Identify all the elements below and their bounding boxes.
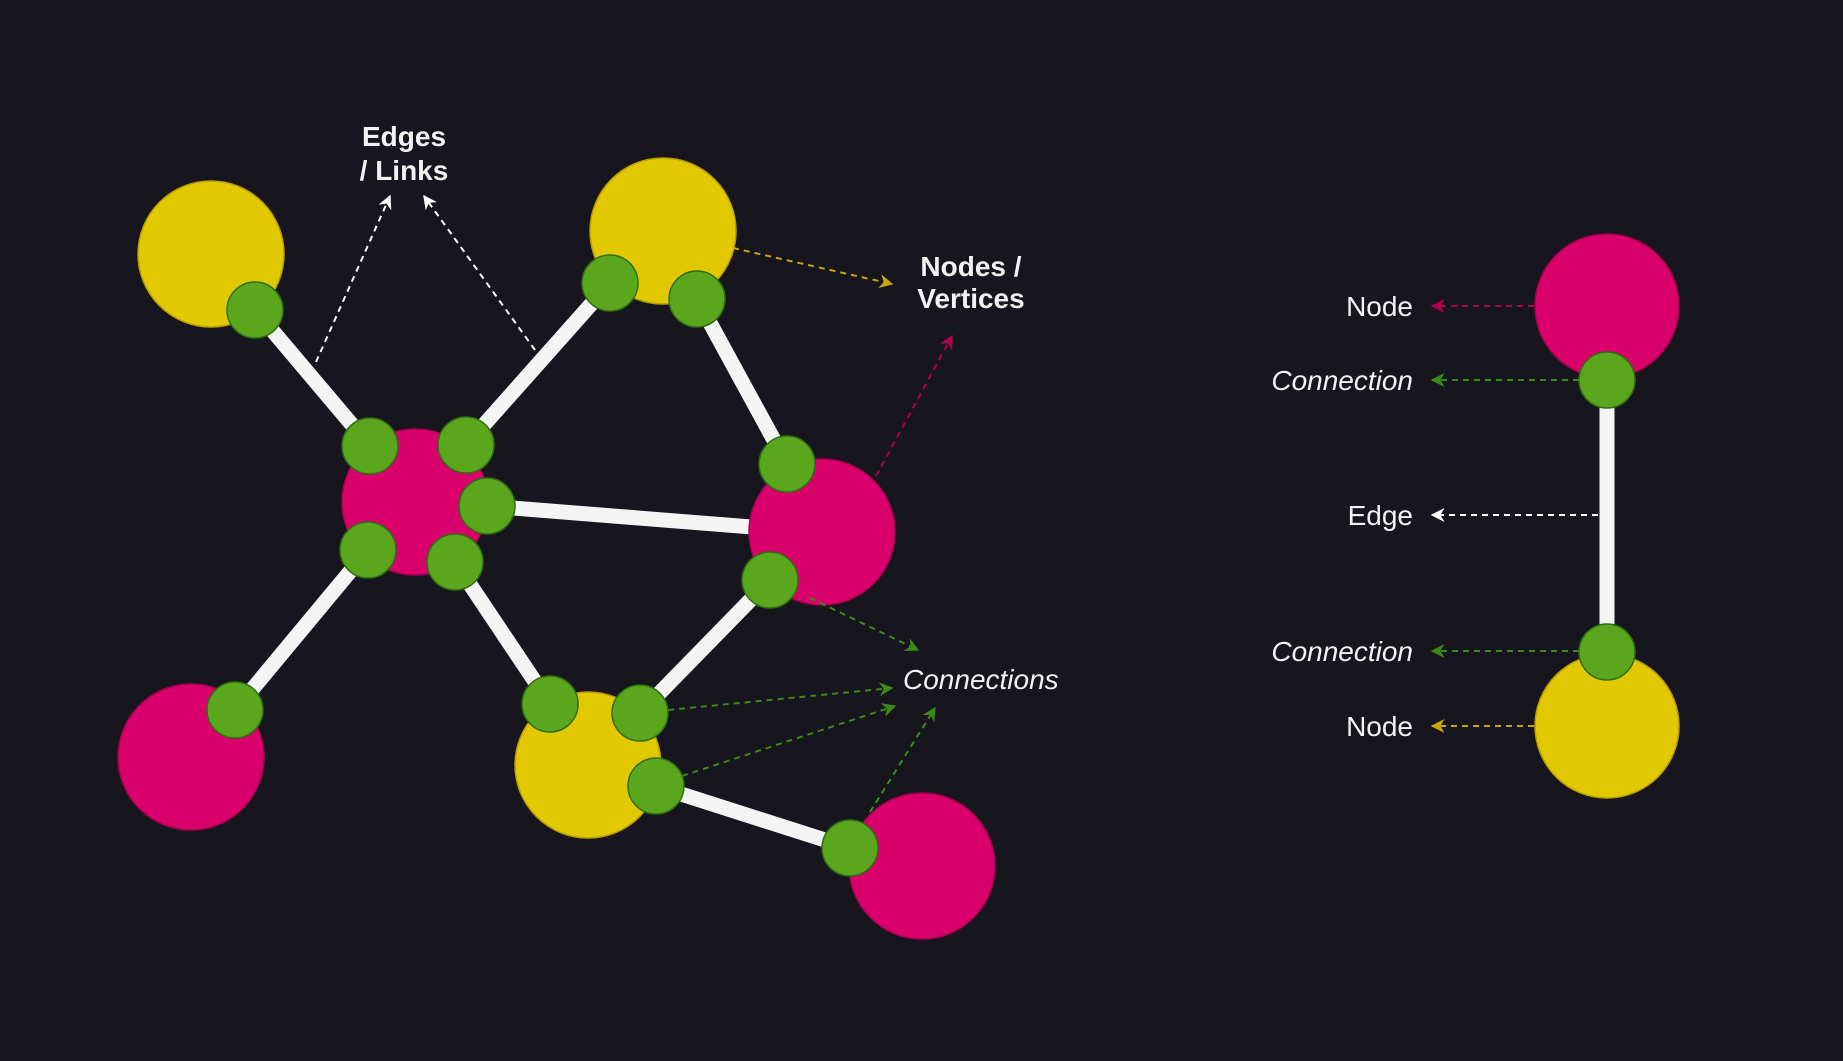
edge-b-e (229, 545, 374, 715)
connection-port (627, 757, 685, 815)
label-edges-line2: / Links (360, 155, 449, 186)
legend-label-connection-top: Connection (1271, 365, 1413, 396)
connection-port (741, 551, 799, 609)
arrow-nodes-magenta (875, 334, 953, 477)
connection-port (426, 533, 484, 591)
legend-label-connection-bottom: Connection (1271, 636, 1413, 667)
arrow-edges-2 (423, 194, 536, 351)
edge-f-g (653, 778, 853, 856)
connection-port (668, 270, 726, 328)
connection-port (581, 254, 639, 312)
arrow-connections-3 (681, 703, 897, 777)
legend-label-node-bottom: Node (1346, 711, 1413, 742)
connection-port (611, 684, 669, 742)
legend-connection-top (1578, 351, 1636, 409)
arrow-edges-1 (315, 194, 392, 363)
edge-c-d (690, 295, 794, 468)
connection-port (758, 435, 816, 493)
annotation-arrows (315, 194, 953, 813)
edge-d-f (634, 574, 776, 719)
label-nodes-line2: Vertices (917, 283, 1024, 314)
arrow-connections-1 (809, 597, 920, 651)
edge-b-d (486, 498, 766, 536)
connection-port (458, 477, 516, 535)
legend-label-edge: Edge (1348, 500, 1413, 531)
legend-connection-bottom (1578, 623, 1636, 681)
arrow-connections-4 (869, 706, 936, 813)
connection-port (206, 681, 264, 739)
legend-label-node-top: Node (1346, 291, 1413, 322)
connection-port (521, 675, 579, 733)
connection-port (339, 521, 397, 579)
edge-b-c (460, 278, 616, 450)
arrow-nodes-yellow (732, 247, 894, 289)
arrow-connections-2 (667, 682, 894, 711)
label-nodes-line1: Nodes / (920, 251, 1021, 282)
connection-port (341, 417, 399, 475)
label-edges-line1: Edges (362, 121, 446, 152)
edge-a-b (249, 305, 376, 451)
connection-port (226, 281, 284, 339)
connection-port (821, 819, 879, 877)
label-connections: Connections (903, 664, 1059, 695)
legend: Node Connection Edge Connection Node (1271, 233, 1680, 799)
nodes (117, 157, 996, 940)
connection-port (437, 416, 495, 474)
connections (206, 254, 879, 877)
